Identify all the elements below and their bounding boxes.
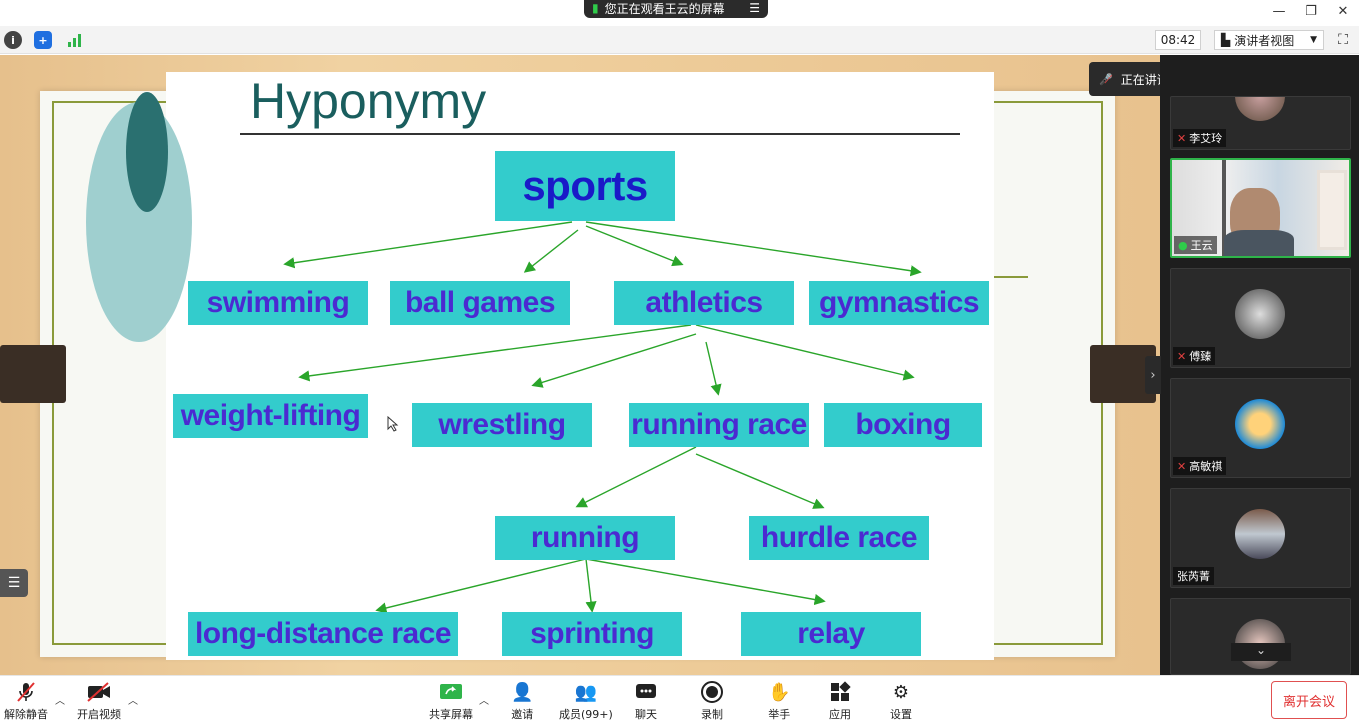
bottom-toolbar: 解除静音 ︿ 开启视频 ︿ 共享屏幕 ︿ 👤 邀请 👥 成员(99+) 聊天 录… <box>0 675 1359 724</box>
invite-button[interactable]: 👤 邀请 <box>511 681 534 722</box>
menu-icon[interactable]: ☰ <box>749 1 760 15</box>
chevron-down-icon[interactable]: ⌄ <box>1231 643 1291 661</box>
members-icon: 👥 <box>574 681 598 703</box>
mic-muted-icon: ✕ <box>1177 349 1187 363</box>
restore-icon[interactable]: ❐ <box>1305 3 1317 19</box>
node-sprinting: sprinting <box>502 612 682 656</box>
paper-line-right <box>994 276 1028 278</box>
signal-icon[interactable] <box>66 31 84 49</box>
viewing-indicator[interactable]: ▮ 您正在观看王云的屏幕 ☰ <box>584 0 768 18</box>
node-wrestling: wrestling <box>412 403 592 447</box>
node-hurdle-race: hurdle race <box>749 516 929 560</box>
participant-tile[interactable]: 张芮菁 <box>1170 488 1351 588</box>
node-running-race: running race <box>629 403 809 447</box>
gear-icon: ⚙ <box>892 681 910 703</box>
participant-tile[interactable]: ✕傅臻 <box>1170 268 1351 368</box>
share-screen-icon: ▮ <box>592 1 599 15</box>
window-controls: — ❐ ✕ <box>1263 0 1359 22</box>
close-icon[interactable]: ✕ <box>1337 3 1349 19</box>
participant-name: ✕李艾玲 <box>1173 129 1227 147</box>
participant-name: ✕高敏祺 <box>1173 457 1227 475</box>
slide-decoration-dark <box>126 92 168 212</box>
participant-name: ●王云 <box>1174 236 1217 254</box>
node-long-distance-race: long-distance race <box>188 612 458 656</box>
minimize-icon[interactable]: — <box>1272 3 1286 19</box>
meeting-clock: 08:42 <box>1155 30 1201 50</box>
node-sports: sports <box>495 151 675 221</box>
list-icon[interactable]: ☰ <box>0 569 28 597</box>
mic-muted-icon: 🎤̸ <box>1099 72 1113 86</box>
apps-button[interactable]: 应用 <box>829 680 851 722</box>
share-screen-icon <box>439 680 463 704</box>
participant-tile[interactable]: ✕高敏祺 <box>1170 378 1351 478</box>
node-relay: relay <box>741 612 921 656</box>
participant-tile[interactable]: ⌄ <box>1170 598 1351 675</box>
viewing-text: 您正在观看王云的屏幕 <box>604 1 725 16</box>
node-boxing: boxing <box>824 403 982 447</box>
settings-button[interactable]: ⚙ 设置 <box>890 681 912 722</box>
members-button[interactable]: 👥 成员(99+) <box>559 681 613 722</box>
node-athletics: athletics <box>614 281 794 325</box>
view-mode-label: 演讲者视图 <box>1234 33 1295 48</box>
share-options-icon[interactable]: ︿ <box>479 696 489 707</box>
start-video-button[interactable]: 开启视频 <box>77 680 121 722</box>
presentation-slide: Hyponymy <box>86 72 994 660</box>
shield-icon[interactable]: + <box>34 31 52 49</box>
participant-name: ✕傅臻 <box>1173 347 1216 365</box>
unmute-button[interactable]: 解除静音 <box>4 680 48 722</box>
share-screen-button[interactable]: 共享屏幕 <box>429 680 473 722</box>
hand-icon: ✋ <box>768 681 791 703</box>
leave-meeting-button[interactable]: 离开会议 <box>1271 681 1347 719</box>
chat-icon <box>635 680 657 704</box>
view-mode-dropdown[interactable]: ▙ 演讲者视图 ▼ <box>1214 30 1324 50</box>
video-off-icon <box>86 680 112 704</box>
binder-clip-left <box>0 345 66 403</box>
mic-muted-icon: ✕ <box>1177 459 1187 473</box>
record-button[interactable]: 录制 <box>701 680 723 722</box>
record-icon <box>701 680 723 704</box>
mute-options-icon[interactable]: ︿ <box>55 696 65 707</box>
participant-tile-active[interactable]: ●王云 <box>1170 158 1351 258</box>
mic-muted-icon: ✕ <box>1177 131 1187 145</box>
avatar <box>1235 97 1285 121</box>
tree-arrows <box>283 221 922 614</box>
mic-muted-icon <box>15 680 37 704</box>
add-user-icon: 👤 <box>511 681 534 703</box>
node-gymnastics: gymnastics <box>809 281 989 325</box>
node-swimming: swimming <box>188 281 368 325</box>
meeting-toolbar: i + 08:42 ▙ 演讲者视图 ▼ ⛶ <box>0 26 1359 54</box>
shared-screen: Hyponymy <box>0 55 1160 675</box>
node-ball-games: ball games <box>390 281 570 325</box>
chevron-down-icon: ▼ <box>1310 35 1317 45</box>
avatar <box>1235 289 1285 339</box>
node-running: running <box>495 516 675 560</box>
apps-icon <box>829 680 851 704</box>
info-icon[interactable]: i <box>4 31 22 49</box>
chat-button[interactable]: 聊天 <box>635 680 657 722</box>
participant-name: 张芮菁 <box>1173 567 1214 585</box>
slide-title: Hyponymy <box>250 73 487 129</box>
avatar <box>1235 509 1285 559</box>
layout-icon: ▙ <box>1221 33 1231 47</box>
mic-active-icon: ● <box>1178 238 1188 252</box>
node-weight-lifting: weight-lifting <box>173 394 368 438</box>
raise-hand-button[interactable]: ✋ 举手 <box>768 681 791 722</box>
title-rule <box>240 133 960 135</box>
mouse-cursor-icon <box>387 416 399 432</box>
title-bar: ▮ 您正在观看王云的屏幕 ☰ — ❐ ✕ <box>0 0 1359 26</box>
collapse-panel-icon[interactable]: › <box>1145 356 1161 394</box>
avatar <box>1235 399 1285 449</box>
fullscreen-icon[interactable]: ⛶ <box>1338 32 1348 48</box>
participant-tile[interactable]: ✕李艾玲 <box>1170 96 1351 150</box>
video-options-icon[interactable]: ︿ <box>128 696 138 707</box>
